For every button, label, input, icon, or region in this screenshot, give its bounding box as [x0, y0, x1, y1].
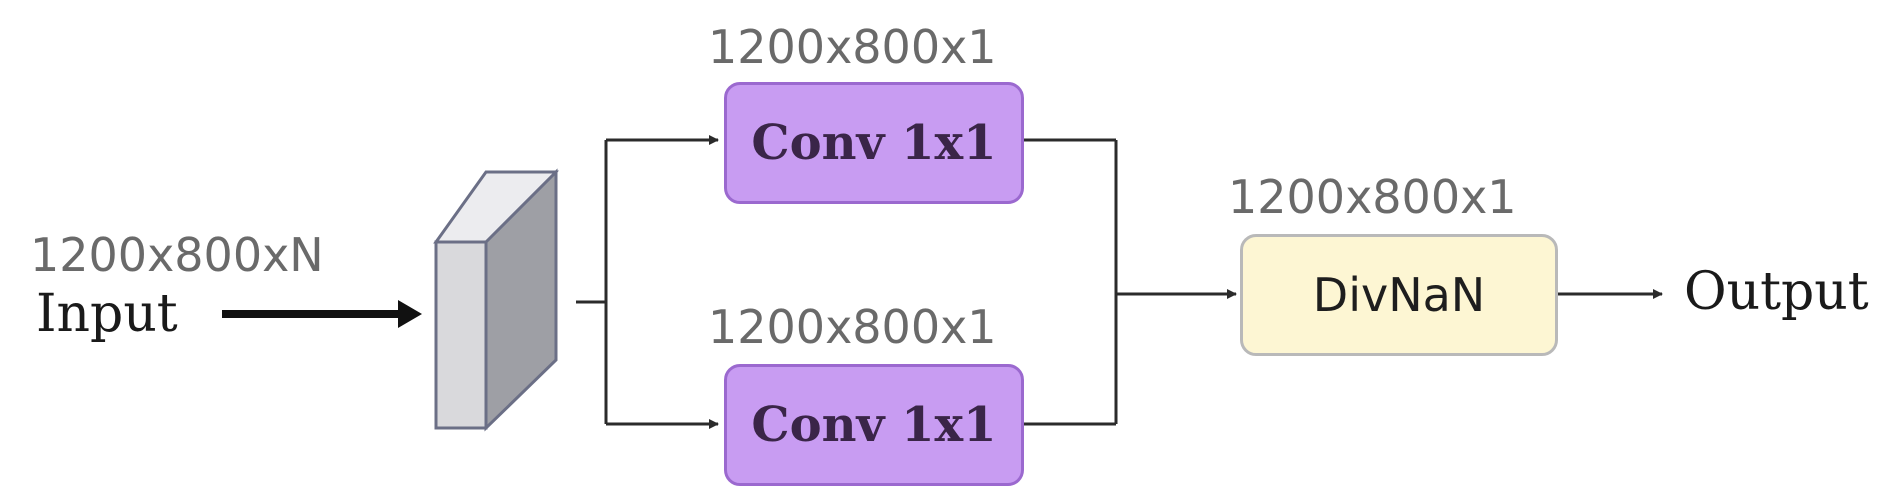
input-label: Input: [36, 284, 178, 344]
input-arrow-head: [398, 300, 422, 328]
branch-2-shape-label: 1200x800x1: [708, 300, 997, 354]
output-label: Output: [1684, 262, 1869, 322]
input-shape-label: 1200x800xN: [30, 228, 324, 282]
divnan-block-label: DivNaN: [1312, 268, 1486, 322]
tensor-front-face: [434, 240, 488, 430]
merge-connector: [1024, 138, 1237, 426]
merge-shape-label: 1200x800x1: [1228, 170, 1517, 224]
input-tensor-block: [433, 168, 559, 432]
branch-1-shape-label: 1200x800x1: [708, 20, 997, 74]
split-connector: [576, 135, 719, 429]
conv-1x1-block-top: Conv 1x1: [724, 82, 1024, 204]
conv-block-top-label: Conv 1x1: [751, 115, 997, 171]
divnan-block: DivNaN: [1240, 234, 1558, 356]
tensor-side-face: [484, 168, 558, 432]
conv-block-bottom-label: Conv 1x1: [751, 397, 997, 453]
conv-1x1-block-bottom: Conv 1x1: [724, 364, 1024, 486]
